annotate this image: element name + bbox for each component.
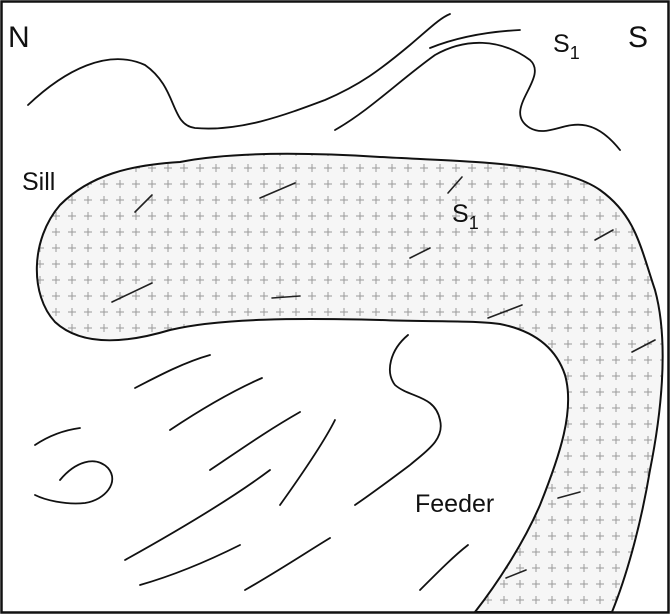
folded-layer-upper [28, 14, 450, 129]
fabric-trace-lower-2 [170, 378, 262, 430]
fabric-trace-lower-3 [210, 412, 300, 470]
fold-hinge-left [35, 461, 112, 503]
fabric-trace-lower-4 [280, 420, 335, 505]
feeder-label: Feeder [415, 490, 494, 518]
fabric-trace-lower-7 [245, 538, 330, 590]
foliation-label-top: S1 [553, 30, 580, 63]
fabric-trace-lower-9 [420, 545, 468, 590]
fabric-trace-lower-8 [35, 428, 80, 445]
foliation-top-base: S [553, 30, 570, 58]
sill-label: Sill [22, 168, 55, 196]
fabric-trace-lower-1 [135, 355, 210, 388]
fabric-trace-lower-5 [125, 470, 270, 560]
fabric-trace-top-2 [430, 30, 520, 48]
south-label: S [628, 21, 648, 54]
north-label: N [8, 21, 30, 54]
foliation-sill-base: S [452, 200, 469, 228]
fold-hinge-lower [355, 335, 441, 505]
sill-and-feeder-intrusion [37, 154, 663, 612]
foliation-sill-subscript: 1 [469, 213, 479, 233]
foliation-top-subscript: 1 [570, 43, 580, 63]
fabric-trace-lower-6 [140, 545, 240, 585]
